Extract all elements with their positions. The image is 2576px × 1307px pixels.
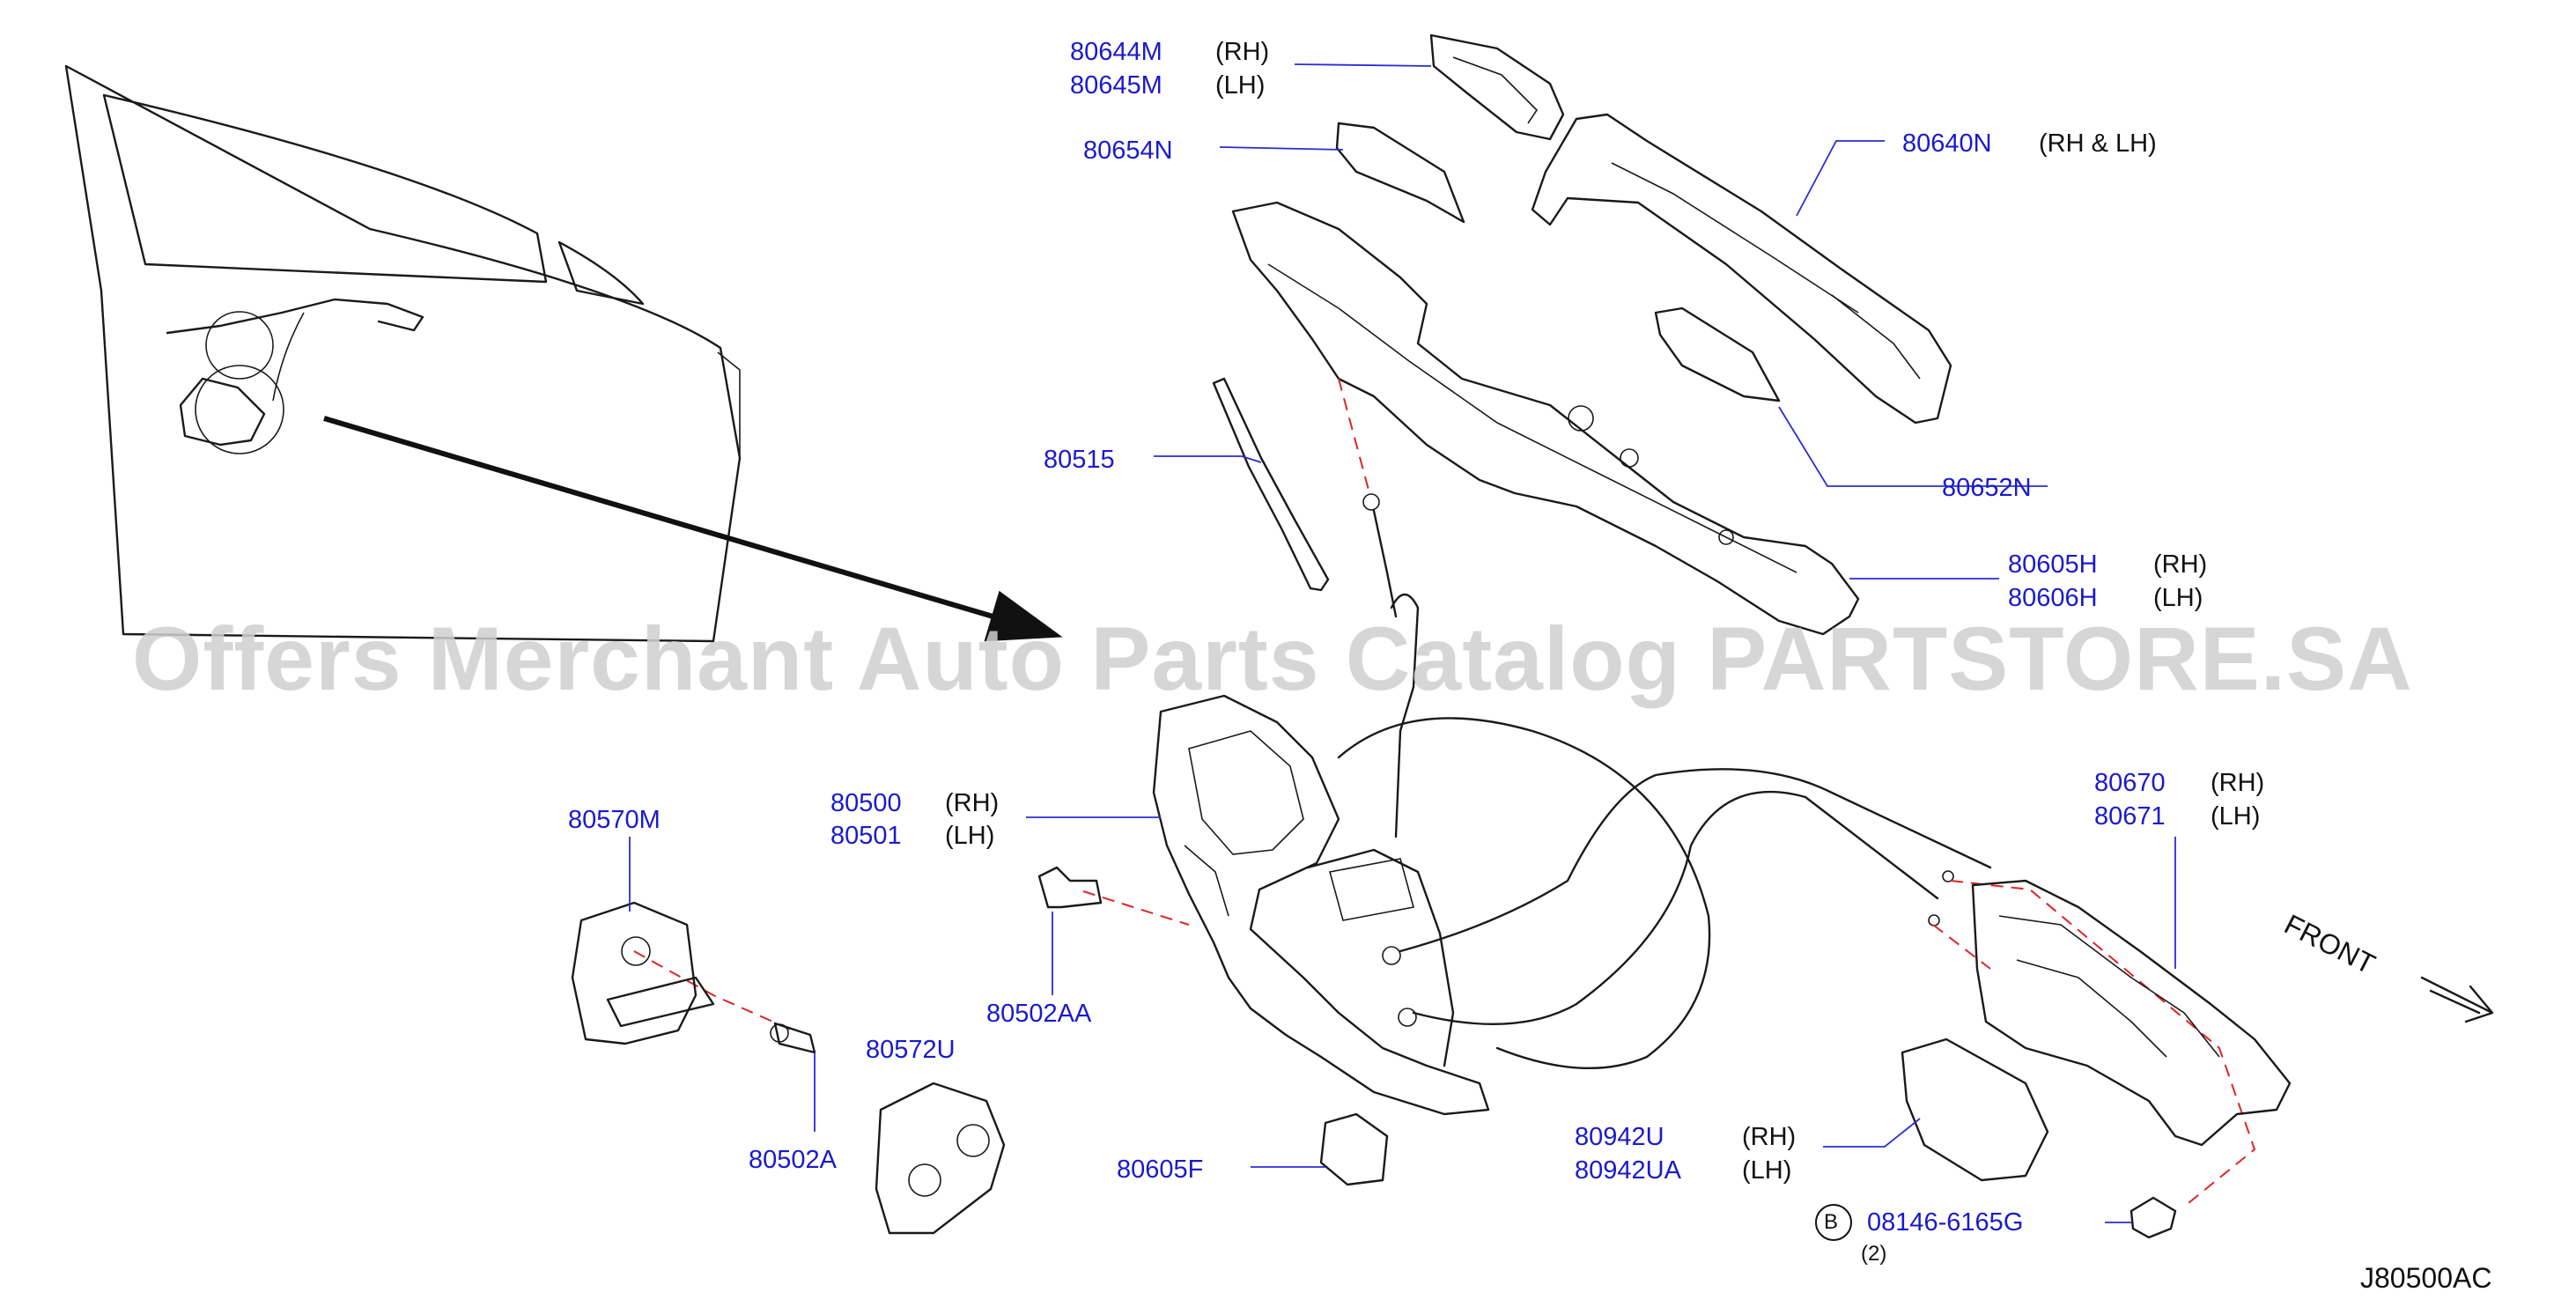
watermark: Offers Merchant Auto Parts Catalog PARTS…	[132, 609, 2413, 709]
spacer-part	[875, 1082, 1006, 1235]
label-80654N[interactable]: 80654N	[1083, 137, 1173, 165]
bolt-80502a	[770, 1022, 816, 1054]
diagram-code: J80500AC	[2360, 1262, 2492, 1294]
label-08146-6165G[interactable]: 08146-6165G	[1867, 1208, 2024, 1237]
qty-08146: (2)	[1861, 1242, 1887, 1266]
side-80644M: (RH)	[1215, 38, 1270, 66]
label-80515[interactable]: 80515	[1044, 446, 1115, 474]
dashed-line-handle	[1950, 880, 2256, 1207]
dashed-line-cable	[1932, 924, 1991, 970]
handle-cap-part	[1429, 33, 1565, 141]
lock-rod	[1372, 509, 1398, 618]
badge-circle	[1815, 1204, 1852, 1241]
label-80501[interactable]: 80501	[830, 822, 902, 850]
rod-part	[1212, 377, 1330, 592]
side-80501: (LH)	[945, 822, 995, 850]
dashed-line-bolt-aa	[1082, 890, 1190, 926]
seal-rear-part	[1654, 306, 1781, 402]
label-80652N[interactable]: 80652N	[1942, 474, 2032, 502]
clip-part	[1319, 1112, 1389, 1186]
detail-arrow	[323, 416, 1063, 642]
side-80670: (RH)	[2211, 769, 2265, 797]
badge-letter: B	[1824, 1210, 1839, 1234]
cover-part	[1901, 1037, 2049, 1182]
label-80572U[interactable]: 80572U	[866, 1036, 956, 1064]
side-80640N: (RH & LH)	[2039, 129, 2157, 158]
label-80942U[interactable]: 80942U	[1575, 1123, 1664, 1151]
label-80605H[interactable]: 80605H	[2008, 550, 2098, 579]
inside-handle-part	[1971, 879, 2292, 1147]
cables	[1337, 717, 1992, 1070]
front-arrow-icon	[2420, 976, 2494, 1023]
label-80671[interactable]: 80671	[2094, 802, 2166, 831]
label-80942UA[interactable]: 80942UA	[1575, 1156, 1681, 1185]
seal-front-part	[1335, 122, 1465, 224]
label-80502AA[interactable]: 80502AA	[986, 1000, 1092, 1028]
side-80942UA: (LH)	[1742, 1156, 1792, 1185]
label-80645M[interactable]: 80645M	[1070, 71, 1163, 100]
label-80502A[interactable]: 80502A	[749, 1146, 837, 1174]
label-80570M[interactable]: 80570M	[568, 806, 661, 834]
side-80500: (RH)	[945, 789, 1000, 817]
side-80645M: (LH)	[1215, 71, 1266, 100]
side-80606H: (LH)	[2153, 584, 2203, 612]
door-outline	[64, 64, 742, 643]
side-80942U: (RH)	[1742, 1123, 1797, 1151]
bolt-08146	[2129, 1196, 2177, 1239]
label-80644M[interactable]: 80644M	[1070, 38, 1163, 66]
label-80606H[interactable]: 80606H	[2008, 584, 2098, 612]
bolt-80502aa	[1037, 866, 1103, 909]
dashed-line-bolt-a	[633, 950, 793, 1031]
outside-handle-part	[1531, 113, 1952, 425]
leader-lines	[629, 63, 2176, 1223]
label-80640N[interactable]: 80640N	[1902, 129, 1992, 158]
side-80605H: (RH)	[2153, 550, 2208, 579]
label-80500[interactable]: 80500	[830, 789, 902, 817]
handle-frame-part	[1231, 201, 1860, 636]
dashed-line-rod	[1338, 378, 1370, 494]
label-80670[interactable]: 80670	[2094, 769, 2166, 797]
striker-part	[571, 901, 715, 1045]
side-80671: (LH)	[2211, 802, 2261, 831]
label-80605F[interactable]: 80605F	[1117, 1156, 1204, 1184]
ball-joint	[1362, 493, 1380, 511]
